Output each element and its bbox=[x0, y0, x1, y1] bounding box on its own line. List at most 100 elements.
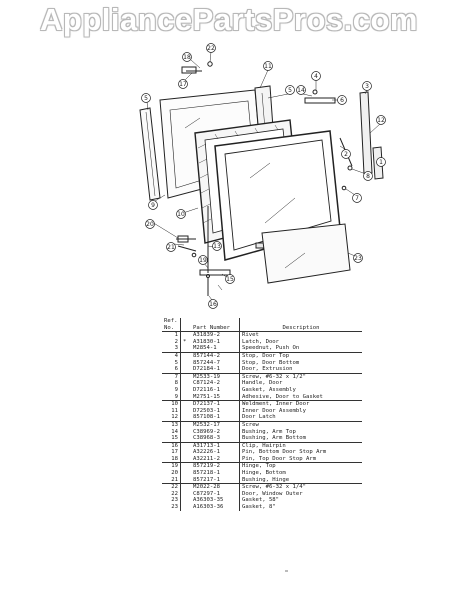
cell-part: M2854-1 bbox=[191, 345, 240, 353]
callout-number: 2 bbox=[344, 151, 348, 158]
header-part-number: Part Number bbox=[191, 324, 240, 333]
callout-9 bbox=[148, 200, 158, 210]
cell-part: C87297-1 bbox=[191, 490, 240, 498]
cell-ref: 11 bbox=[162, 407, 181, 415]
callout-17 bbox=[178, 79, 188, 89]
callout-number: 11 bbox=[264, 63, 272, 70]
callout-16 bbox=[208, 299, 218, 309]
cell-mark bbox=[181, 421, 192, 428]
callout-20 bbox=[145, 219, 155, 229]
cell-desc: Pin, Bottom Door Stop Arm bbox=[242, 449, 327, 456]
callout-15 bbox=[225, 274, 235, 284]
cell-ref: 17 bbox=[162, 449, 181, 456]
cell-part: M2751-15 bbox=[191, 393, 240, 402]
cell-part: A36303-35 bbox=[191, 497, 240, 505]
callout-number: 5 bbox=[144, 95, 148, 102]
cell-ref: 22 bbox=[162, 490, 181, 498]
cell-desc: Clip, Hairpin bbox=[242, 442, 286, 449]
cell-part: C87124-2 bbox=[191, 380, 240, 387]
cell-desc: Latch, Door bbox=[242, 338, 280, 345]
cell-desc: Bushing, Arm Top bbox=[242, 428, 296, 435]
outer-window-glass bbox=[261, 223, 351, 284]
cell-desc: Inner Door Assembly bbox=[242, 407, 306, 414]
callout-2 bbox=[341, 149, 351, 159]
cell-part: C38969-2 bbox=[191, 428, 240, 436]
cell-ref: 10 bbox=[162, 400, 181, 408]
cell-desc: Hinge, Bottom bbox=[242, 470, 286, 477]
callout-number: 16 bbox=[209, 301, 217, 308]
callout-10 bbox=[176, 209, 186, 219]
cell-ref: 6 bbox=[162, 366, 181, 374]
cell-mark bbox=[181, 442, 192, 449]
callout-5a bbox=[141, 93, 151, 103]
callout-19 bbox=[198, 255, 208, 265]
callout-number: 20 bbox=[146, 221, 154, 228]
cell-desc: Handle, Door bbox=[242, 380, 283, 387]
cell-desc: Door, Window Outer bbox=[242, 490, 303, 497]
cell-mark bbox=[181, 380, 192, 387]
cell-mark bbox=[181, 408, 192, 415]
cell-part: A31713-1 bbox=[191, 442, 240, 450]
cell-ref: 3 bbox=[162, 345, 181, 353]
cell-mark bbox=[181, 463, 192, 470]
cell-mark bbox=[181, 429, 192, 436]
callout-number: 9 bbox=[151, 202, 155, 209]
cell-part: D72116-1 bbox=[191, 386, 240, 394]
callout-number: 17 bbox=[179, 81, 187, 88]
cell-desc: Door Latch bbox=[239, 414, 362, 422]
callout-1 bbox=[376, 157, 386, 167]
cell-desc: Bushing, Arm Bottom bbox=[239, 435, 362, 443]
cell-desc: Bushing, Hinge bbox=[239, 476, 362, 485]
cell-desc: Hinge, Top bbox=[242, 463, 276, 470]
cell-ref: 21 bbox=[162, 476, 181, 485]
left-trim-strip bbox=[139, 107, 161, 201]
callout-number: 21 bbox=[167, 244, 175, 251]
callout-number: 10 bbox=[177, 211, 185, 218]
cell-ref: 12 bbox=[162, 414, 181, 422]
callout-3 bbox=[362, 81, 372, 91]
cell-part: M2533-19 bbox=[191, 373, 240, 381]
callout-4 bbox=[311, 71, 321, 81]
callout-5b bbox=[285, 85, 295, 95]
callout-number: 3 bbox=[365, 83, 369, 90]
cell-mark bbox=[181, 491, 192, 498]
callout-13 bbox=[212, 241, 222, 251]
cell-mark bbox=[181, 360, 192, 367]
callout-number: 13 bbox=[213, 243, 221, 250]
callout-number: 4 bbox=[314, 73, 318, 80]
cell-mark bbox=[181, 449, 192, 456]
cell-desc: Adhesive, Door to Gasket bbox=[239, 393, 362, 402]
cell-ref: 23 bbox=[162, 497, 181, 505]
cell-ref: 14 bbox=[162, 428, 181, 436]
callout-8 bbox=[363, 171, 373, 181]
header-ref: Ref. bbox=[162, 318, 181, 325]
cell-part: 857144-2 bbox=[191, 352, 240, 360]
callout-number: 12 bbox=[377, 117, 385, 124]
cell-ref: 8 bbox=[162, 380, 181, 387]
callout-number: 8 bbox=[366, 173, 370, 180]
cell-part: A32211-2 bbox=[191, 455, 240, 464]
cell-desc: Rivet bbox=[242, 332, 259, 339]
header-no: No. bbox=[162, 324, 181, 333]
cell-ref: 13 bbox=[162, 421, 181, 429]
cell-mark bbox=[181, 352, 192, 359]
cell-desc: Screw, #6-32 x 1/4" bbox=[242, 484, 306, 491]
cell-ref: 15 bbox=[162, 435, 181, 443]
cell-mark bbox=[180, 366, 191, 374]
cell-part: D72503-1 bbox=[191, 407, 240, 415]
